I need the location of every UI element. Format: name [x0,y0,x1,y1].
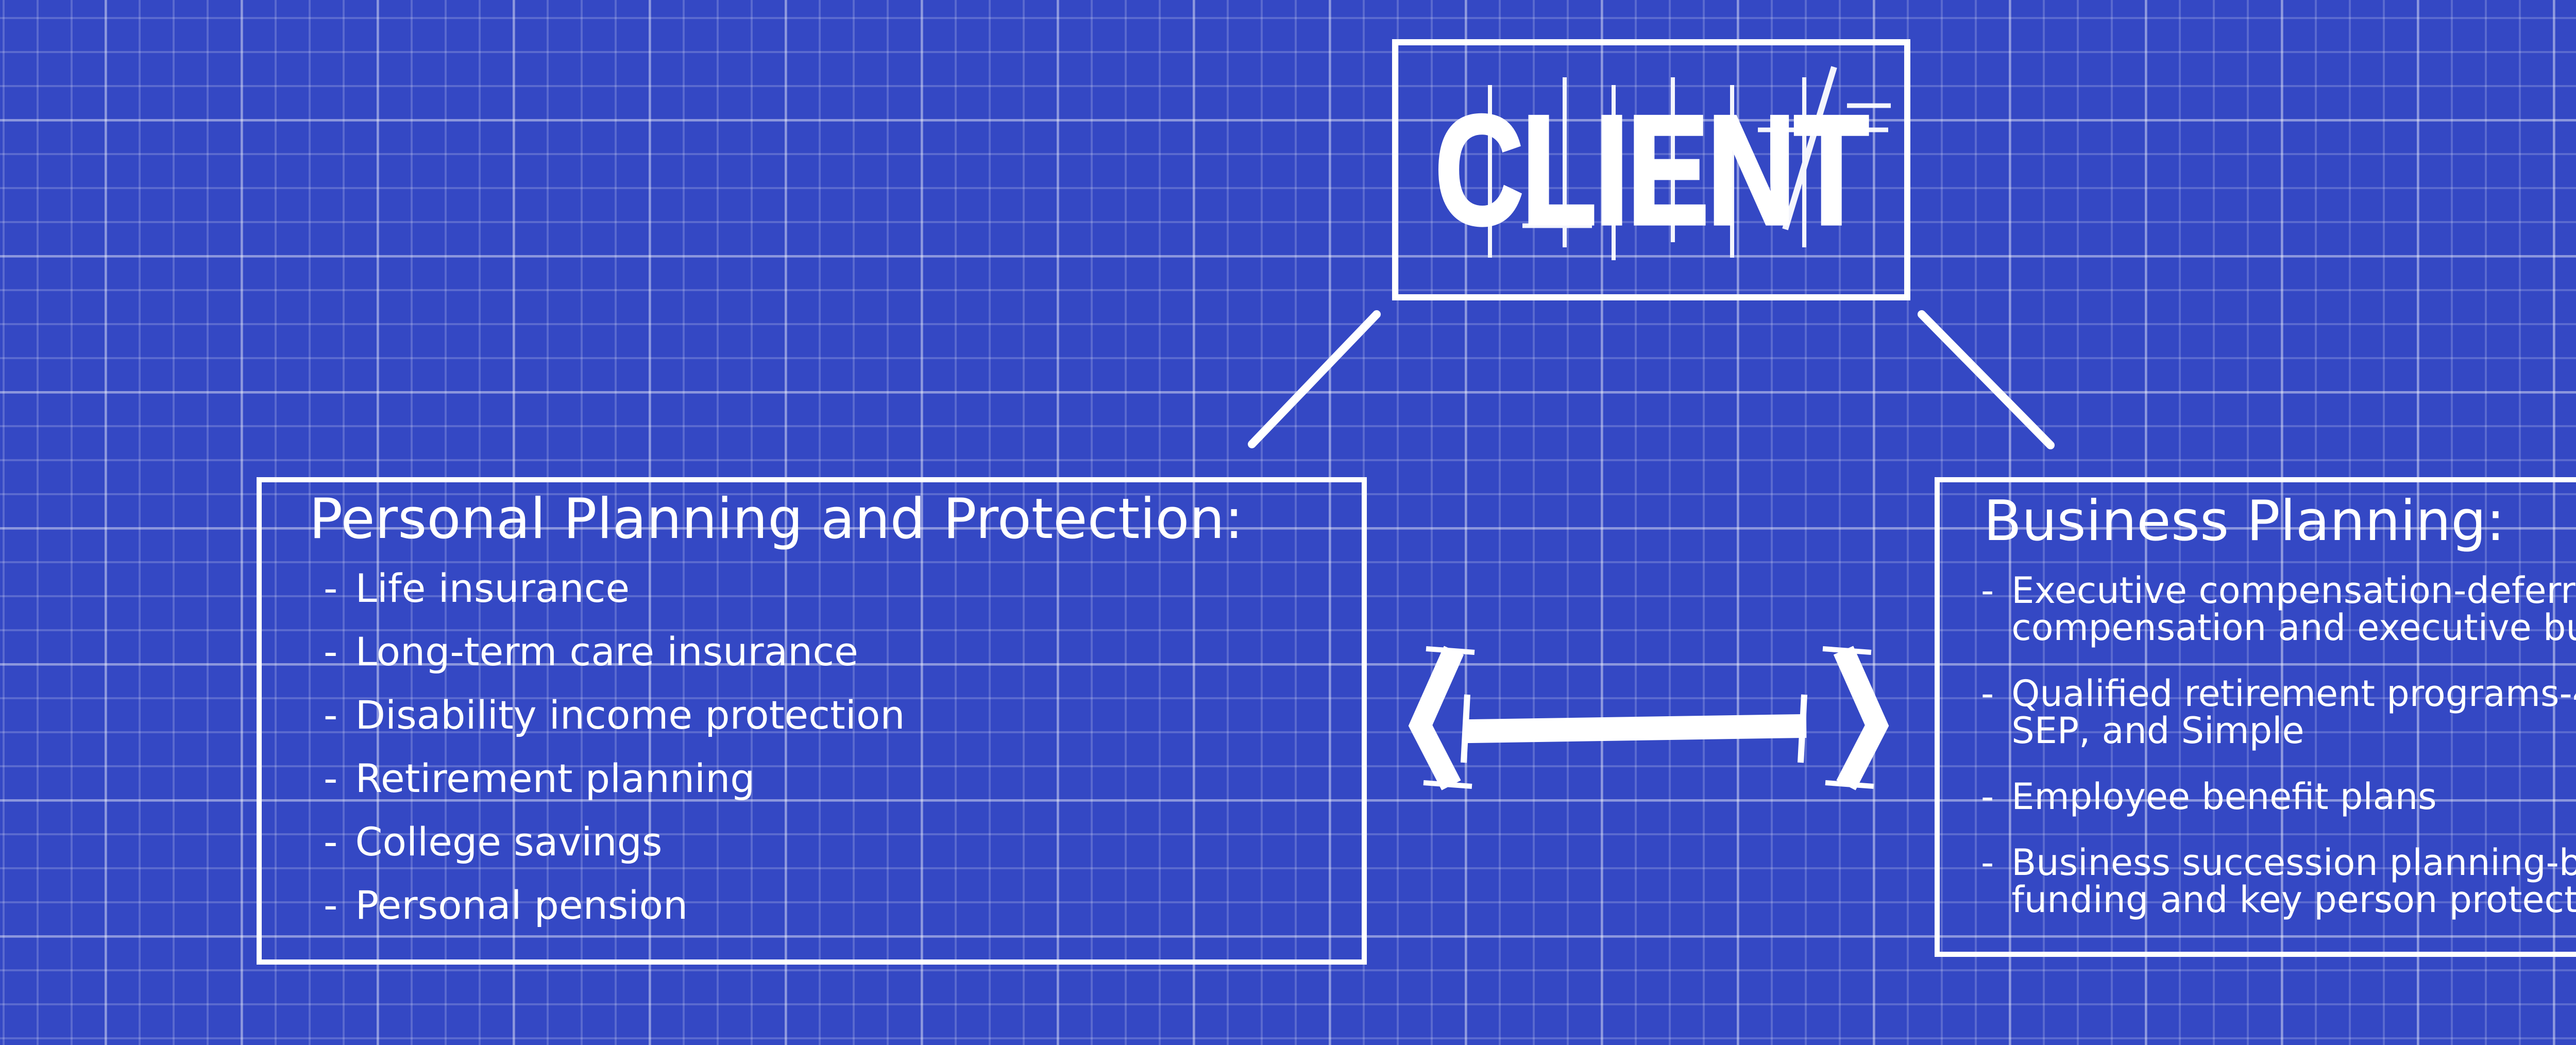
list-item-text: Retirement planning [355,755,755,801]
list-item-text: Personal pension [355,882,688,928]
list-item: -Retirement planning [324,759,1362,798]
personal-planning-box: Personal Planning and Protection: -Life … [257,477,1367,965]
bullet-dash: - [1981,841,1994,884]
connector-line-right [1918,310,2055,449]
connector-line-left [1248,310,1381,448]
personal-planning-title: Personal Planning and Protection: [309,487,1244,551]
business-planning-box: Business Planning: -Executive compensati… [1935,477,2576,957]
list-item: -Employee benefit plans [1981,778,2576,815]
client-box-label: CLIENT [1434,83,1871,257]
bullet-dash: - [324,629,338,675]
bullet-dash: - [1981,776,1994,818]
bullet-dash: - [324,882,338,928]
list-item: -Business succession planning-buy/sell f… [1981,844,2576,918]
bullet-dash: - [324,565,338,611]
list-item-text: Business succession planning-buy/sell fu… [2011,841,2576,921]
bullet-dash: - [324,755,338,801]
list-item-text: Executive compensation-deferred compensa… [2011,569,2576,649]
list-item-text: Qualified retirement programs-401(k), SE… [2011,672,2576,752]
business-planning-title: Business Planning: [1984,489,2505,553]
list-item: -College savings [324,822,1362,862]
list-item: -Life insurance [324,569,1362,608]
bullet-dash: - [1981,672,1994,715]
list-item-text: Disability income protection [355,692,905,738]
client-box: CLIENT [1392,39,1910,300]
list-item: -Long-term care insurance [324,632,1362,671]
bullet-dash: - [324,819,338,865]
bullet-dash: - [1981,569,1994,612]
business-planning-list: -Executive compensation-deferred compens… [1981,572,2576,918]
list-item-text: Life insurance [355,565,630,611]
list-item: -Disability income protection [324,696,1362,735]
list-item-text: Employee benefit plans [2011,776,2437,818]
list-item-text: Long-term care insurance [355,629,858,675]
bullet-dash: - [324,692,338,738]
list-item: -Executive compensation-deferred compens… [1981,572,2576,646]
double-headed-arrow-icon [1408,646,1889,790]
list-item: -Personal pension [324,886,1362,925]
personal-planning-list: -Life insurance -Long-term care insuranc… [324,569,1362,925]
list-item-text: College savings [355,819,663,865]
list-item: -Qualified retirement programs-401(k), S… [1981,675,2576,749]
